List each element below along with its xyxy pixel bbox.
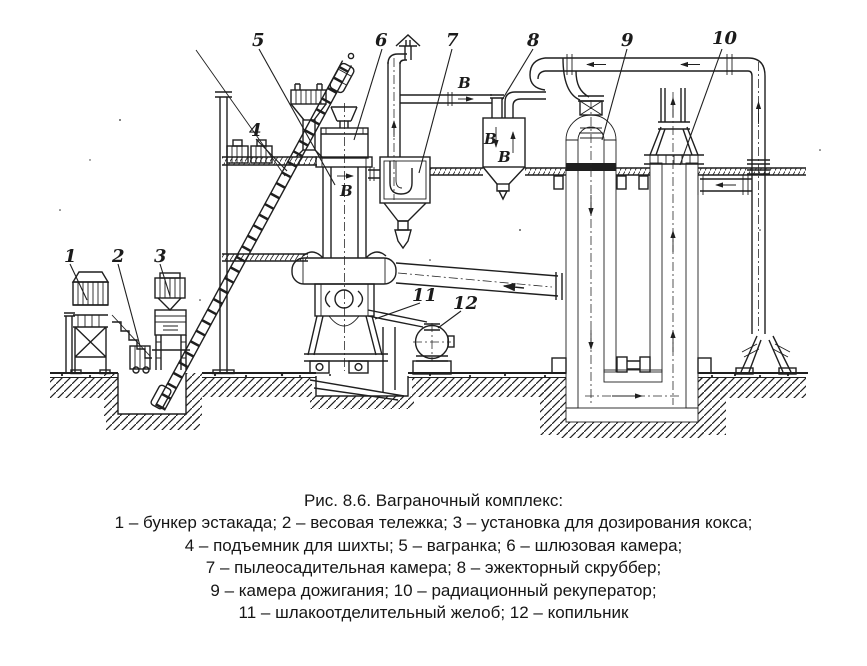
a-frame-support — [735, 335, 797, 375]
sluice-chamber — [315, 127, 373, 168]
bunker-trestle — [64, 271, 111, 375]
legend-line-4: 9 – камера дожигания; 10 – радиационный … — [210, 580, 657, 600]
scan-noise — [59, 119, 821, 301]
part-label-9: 9 — [621, 30, 634, 51]
part-number-labels: 1 2 3 4 5 6 7 8 9 10 11 12 — [64, 28, 738, 314]
part-label-5: 5 — [252, 30, 265, 51]
legend-line-1: 1 – бункер эстакада; 2 – весовая тележка… — [114, 513, 753, 533]
part-label-7: 7 — [446, 30, 459, 51]
part-label-12: 12 — [453, 293, 478, 314]
weighing-trolley — [111, 314, 152, 374]
figure-caption: Рис. 8.6. Ваграночный комплекс: 1 – бунк… — [0, 490, 867, 624]
platform-crates — [226, 139, 273, 164]
leader-lines — [69, 48, 723, 347]
legend-line-3: 7 – пылеосадительная камера; 8 – эжектор… — [205, 558, 662, 578]
skip-hoist — [150, 52, 355, 411]
coke-doser — [152, 272, 190, 370]
air-marker-scrubber-1: В — [483, 130, 497, 148]
part-label-4: 4 — [249, 120, 262, 141]
skip-bucket-top — [329, 62, 355, 94]
ejector-scrubber — [482, 91, 546, 201]
part-label-1: 1 — [64, 246, 77, 267]
slag-trench — [310, 376, 414, 409]
air-marker-cupola: В — [339, 182, 353, 200]
dust-settling-chamber — [368, 34, 431, 250]
charging-platform — [222, 156, 806, 176]
part-label-11: 11 — [412, 285, 437, 306]
skip-bucket-bottom — [150, 384, 172, 410]
air-marker-pipe: В — [457, 74, 471, 92]
skip-pit — [104, 373, 202, 430]
figure-caption-title: Рис. 8.6. Ваграночный комплекс: — [303, 491, 564, 510]
slag-drop-duct — [309, 327, 405, 401]
hot-blast-main — [395, 262, 563, 300]
charging-funnel — [330, 106, 358, 128]
part-label-8: 8 — [526, 30, 540, 51]
ground — [50, 372, 808, 438]
gas-pipe-to-scrubber — [400, 92, 492, 106]
cupola — [291, 103, 397, 374]
part-label-10: 10 — [712, 28, 738, 49]
legend-line-5: 11 – шлакоотделительный желоб; 12 – копи… — [238, 603, 629, 623]
tuyere-platform — [222, 253, 308, 262]
part-label-6: 6 — [375, 30, 388, 51]
part-label-2: 2 — [111, 246, 125, 267]
legend-line-2: 4 – подъемник для шихты; 5 – вагранка; 6… — [184, 535, 683, 555]
part-label-3: 3 — [154, 246, 167, 267]
recirculation-piping — [529, 54, 797, 375]
receiver — [412, 323, 455, 375]
air-marker-scrubber-2: В — [497, 148, 511, 166]
afterburner-and-recuperator — [551, 57, 712, 423]
trestle-column — [195, 49, 286, 375]
air-flow-markers: В В В В — [337, 74, 511, 200]
cupola-complex-diagram: 1 2 3 4 5 6 7 8 9 10 11 12 В В В В — [50, 28, 821, 438]
